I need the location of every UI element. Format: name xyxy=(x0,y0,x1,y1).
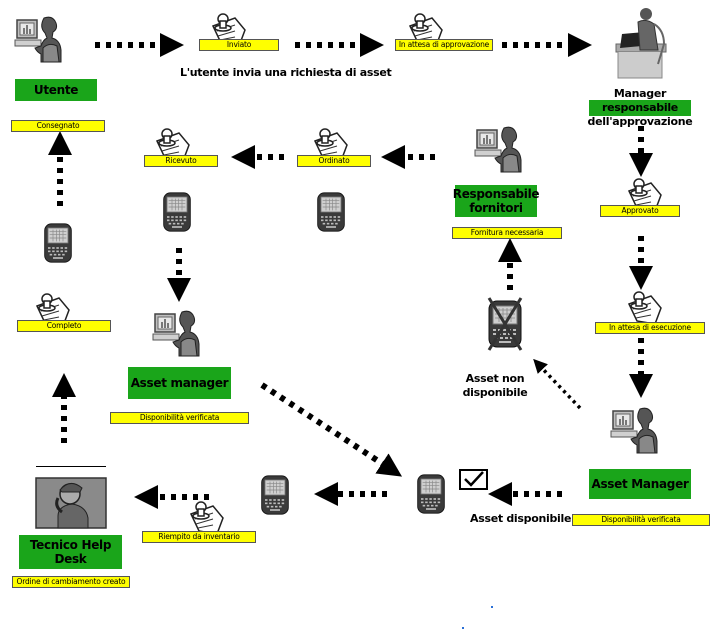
status-completo: Completo xyxy=(17,320,111,332)
user-icon xyxy=(152,308,202,358)
actor-asset-manager-right-label: Asset Manager xyxy=(591,477,689,491)
status-ordine-cambiamento: Ordine di cambiamento creato xyxy=(12,576,130,588)
device-icon xyxy=(316,187,346,237)
status-ricevuto: Ricevuto xyxy=(144,155,218,167)
user-icon xyxy=(610,405,660,455)
status-disponibilita-verificata-right: Disponibilità verificata xyxy=(572,514,710,526)
actor-supplier-manager: Responsabile fornitori xyxy=(452,185,540,217)
actor-supplier-manager-line1: Responsabile xyxy=(452,187,540,201)
user-icon xyxy=(14,14,64,64)
arrow-asset-manager-to-available-diag xyxy=(260,382,403,477)
divider-line xyxy=(36,466,106,467)
status-ordinato: Ordinato xyxy=(297,155,371,167)
status-disponibilita-verificata-left: Disponibilità verificata xyxy=(110,412,249,424)
actor-asset-manager-left: Asset manager xyxy=(128,367,231,399)
actor-utente-label: Utente xyxy=(33,83,79,97)
caption-not-available-line1: Asset non xyxy=(465,372,525,385)
actor-help-desk-label-line2: Desk xyxy=(54,552,87,566)
actor-utente: Utente xyxy=(15,79,97,101)
device-icon xyxy=(416,469,446,519)
actor-approval-manager-bg xyxy=(589,100,691,116)
status-inviato: Inviato xyxy=(199,39,279,51)
caption-request: L'utente invia una richiesta di asset xyxy=(180,66,392,79)
stray-dot xyxy=(491,606,493,608)
document-icon xyxy=(624,290,664,326)
status-in-attesa-approvazione: In attesa di approvazione xyxy=(395,39,493,51)
actor-asset-manager-left-label: Asset manager xyxy=(130,376,229,390)
actor-help-desk-label-line1: Tecnico Help xyxy=(29,538,112,552)
caption-not-available: Asset non disponibile xyxy=(455,372,535,400)
actor-asset-manager-right: Asset Manager xyxy=(589,469,691,499)
actor-help-desk-label: Tecnico Help Desk xyxy=(29,538,112,566)
technician-icon xyxy=(35,477,107,529)
actor-approval-manager-label: Manager responsabile dell'approvazione xyxy=(587,87,693,128)
device-icon xyxy=(162,187,192,237)
stray-dot xyxy=(462,627,464,629)
status-approvato: Approvato xyxy=(600,205,680,217)
caption-available: Asset disponibile xyxy=(470,512,572,525)
crossed-out-device-icon xyxy=(487,297,523,351)
businessman-icon xyxy=(615,8,667,79)
user-icon xyxy=(474,124,524,174)
status-consegnato: Consegnato xyxy=(11,120,105,132)
actor-help-desk: Tecnico Help Desk xyxy=(19,535,122,569)
device-icon xyxy=(260,470,290,520)
status-fornitura-necessaria: Fornitura necessaria xyxy=(452,227,562,239)
status-in-attesa-esecuzione: In attesa di esecuzione xyxy=(595,322,705,334)
actor-supplier-manager-line2: fornitori xyxy=(469,201,523,215)
arrow-asset-manager-to-unavailable xyxy=(533,358,582,410)
status-riempito-da-inventario: Riempito da inventario xyxy=(142,531,256,543)
checkbox-checked-icon xyxy=(459,469,488,490)
caption-not-available-line2: disponibile xyxy=(462,386,528,399)
device-icon xyxy=(43,218,73,268)
